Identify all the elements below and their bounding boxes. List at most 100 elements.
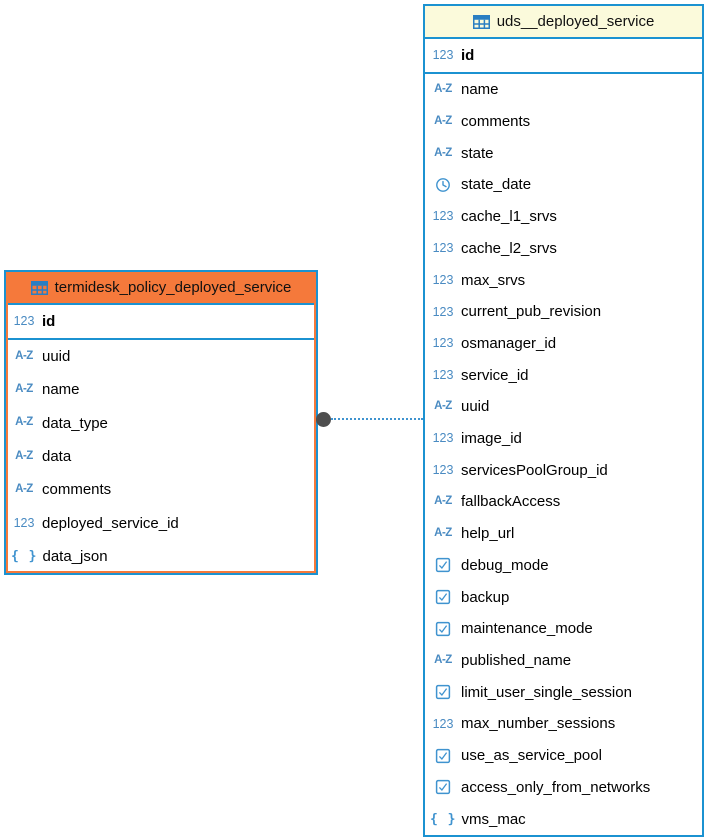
relationship-endpoint-dot[interactable] (316, 412, 331, 427)
table-icon (472, 14, 490, 29)
column-row-help_url[interactable]: A-Z help_url (425, 518, 702, 550)
column-row-deployed_service_id[interactable]: 123 deployed_service_id (6, 506, 316, 539)
column-row-data_json[interactable]: { }data_json (6, 540, 316, 573)
column-row-maintenance_mode[interactable]: maintenance_mode (425, 613, 702, 645)
column-label: max_srvs (461, 271, 526, 289)
text-icon: A-Z (15, 483, 33, 496)
column-label: name (42, 381, 80, 399)
text-icon: A-Z (15, 449, 33, 462)
column-row-max_srvs[interactable]: 123 max_srvs (425, 264, 702, 296)
column-type-icon-cell (430, 177, 456, 193)
column-label: service_id (461, 366, 529, 384)
column-type-icon-cell: 123 (11, 517, 37, 530)
column-label: current_pub_revision (461, 303, 602, 321)
entity-header[interactable]: uds__deployed_service (425, 6, 702, 37)
column-label: maintenance_mode (461, 620, 593, 638)
column-type-icon-cell: 123 (430, 242, 456, 255)
boolean-icon (435, 558, 451, 573)
column-row-name[interactable]: A-Z name (6, 373, 316, 406)
column-row-limit_user_single_session[interactable]: limit_user_single_session (425, 676, 702, 708)
column-row-id[interactable]: 123 id (425, 39, 702, 72)
column-type-icon-cell (430, 621, 456, 637)
column-label: deployed_service_id (42, 514, 179, 532)
column-label: osmanager_id (461, 334, 557, 352)
column-type-icon-cell: 123 (430, 718, 456, 731)
column-row-osmanager_id[interactable]: 123 osmanager_id (425, 328, 702, 360)
number-icon: 123 (432, 336, 454, 351)
column-label: help_url (461, 525, 515, 543)
column-label: data (42, 447, 72, 465)
column-row-data[interactable]: A-Z data (6, 440, 316, 473)
column-type-icon-cell: A-Z (430, 147, 456, 160)
datetime-icon (436, 178, 450, 192)
column-row-access_only_from_networks[interactable]: access_only_from_networks (425, 771, 702, 803)
separator (6, 303, 316, 305)
column-type-icon-cell (430, 779, 456, 795)
column-type-icon-cell: 123 (430, 274, 456, 287)
column-type-icon-cell: 123 (11, 315, 37, 328)
column-row-use_as_service_pool[interactable]: use_as_service_pool (425, 740, 702, 772)
column-label: uuid (42, 348, 71, 366)
column-type-icon-cell (430, 589, 456, 605)
column-row-debug_mode[interactable]: debug_mode (425, 550, 702, 582)
text-icon: A-Z (434, 495, 452, 508)
column-label: image_id (461, 430, 522, 448)
column-label: access_only_from_networks (461, 778, 651, 796)
boolean-icon (435, 621, 451, 636)
column-label: uuid (461, 398, 490, 416)
number-icon: 123 (432, 463, 454, 478)
column-label: name (461, 81, 499, 99)
column-row-image_id[interactable]: 123 image_id (425, 423, 702, 455)
relationship-line[interactable] (331, 418, 423, 420)
entity-title: termidesk_policy_deployed_service (54, 279, 292, 296)
separator (425, 72, 702, 74)
column-type-icon-cell: A-Z (11, 384, 37, 396)
column-row-state_date[interactable]: state_date (425, 169, 702, 201)
column-label: data_type (42, 414, 108, 432)
column-row-servicesPoolGroup_id[interactable]: 123 servicesPoolGroup_id (425, 454, 702, 486)
column-label: vms_mac (461, 810, 526, 828)
column-row-vms_mac[interactable]: { }vms_mac (425, 803, 702, 835)
text-icon: A-Z (434, 526, 452, 539)
column-label: use_as_service_pool (461, 747, 602, 765)
number-icon: 123 (432, 241, 454, 256)
column-row-backup[interactable]: backup (425, 581, 702, 613)
boolean-icon (435, 685, 451, 700)
column-type-icon-cell: A-Z (430, 496, 456, 508)
column-type-icon-cell: 123 (430, 432, 456, 445)
entity-header[interactable]: termidesk_policy_deployed_service (6, 272, 316, 303)
column-type-icon-cell: A-Z (11, 449, 37, 463)
column-label: servicesPoolGroup_id (461, 461, 608, 479)
separator (425, 37, 702, 39)
number-icon: 123 (432, 48, 454, 63)
table-icon (30, 280, 48, 295)
column-label: id (461, 47, 475, 64)
column-type-icon-cell: A-Z (11, 484, 37, 496)
column-row-uuid[interactable]: A-Z uuid (425, 391, 702, 423)
column-type-icon-cell: 123 (430, 49, 456, 62)
text-icon: A-Z (434, 400, 452, 413)
boolean-icon (435, 748, 451, 763)
json-icon: { } (11, 548, 38, 564)
number-icon: 123 (432, 209, 454, 224)
